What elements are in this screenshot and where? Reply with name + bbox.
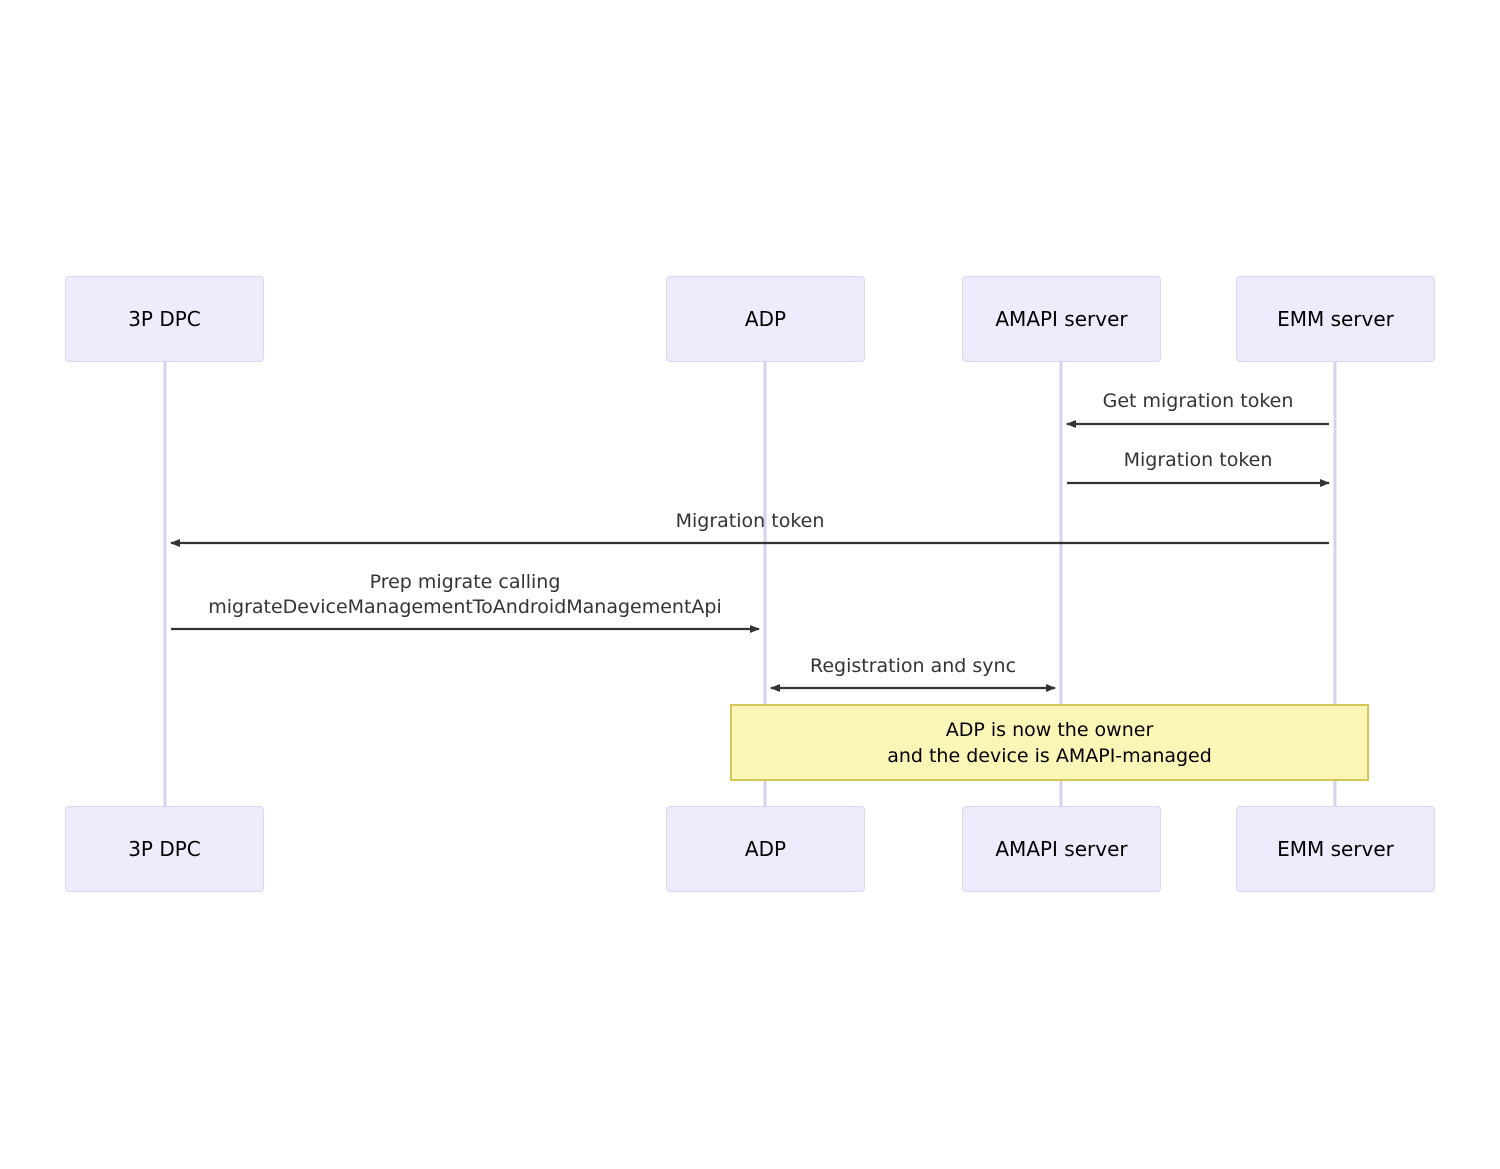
participant-amapi-top[interactable]: AMAPI server bbox=[962, 276, 1161, 362]
participant-label: EMM server bbox=[1277, 307, 1394, 331]
participant-label: 3P DPC bbox=[128, 837, 201, 861]
participant-label: AMAPI server bbox=[995, 307, 1128, 331]
message-label-m5: Registration and sync bbox=[810, 654, 1016, 679]
participant-amapi-bottom[interactable]: AMAPI server bbox=[962, 806, 1161, 892]
participant-label: AMAPI server bbox=[995, 837, 1128, 861]
note-line: and the device is AMAPI-managed bbox=[887, 744, 1212, 767]
message-label-m2: Migration token bbox=[1124, 448, 1273, 473]
participant-label: 3P DPC bbox=[128, 307, 201, 331]
message-label-line: Migration token bbox=[1123, 449, 1273, 471]
message-label-line: Migration token bbox=[675, 510, 825, 532]
message-label-line: migrateDeviceManagementToAndroidManageme… bbox=[208, 596, 722, 618]
participant-label: ADP bbox=[744, 307, 787, 331]
participant-emm-bottom[interactable]: EMM server bbox=[1236, 806, 1435, 892]
participant-emm-top[interactable]: EMM server bbox=[1236, 276, 1435, 362]
message-label-line: Prep migrate calling bbox=[369, 571, 561, 593]
message-label-line: Registration and sync bbox=[809, 655, 1017, 677]
participant-adp-bottom[interactable]: ADP bbox=[666, 806, 865, 892]
participant-label: ADP bbox=[744, 837, 787, 861]
note-line: ADP is now the owner bbox=[945, 718, 1154, 741]
participant-dpc-bottom[interactable]: 3P DPC bbox=[65, 806, 264, 892]
participant-adp-top[interactable]: ADP bbox=[666, 276, 865, 362]
note-n1: ADP is now the owner and the device is AM… bbox=[730, 704, 1369, 781]
participant-label: EMM server bbox=[1277, 837, 1394, 861]
message-label-line: Get migration token bbox=[1102, 390, 1294, 412]
message-label-m1: Get migration token bbox=[1103, 389, 1294, 414]
participant-dpc-top[interactable]: 3P DPC bbox=[65, 276, 264, 362]
message-label-m3: Migration token bbox=[676, 509, 825, 534]
message-label-m4: Prep migrate calling migrateDeviceManagem… bbox=[208, 570, 722, 620]
